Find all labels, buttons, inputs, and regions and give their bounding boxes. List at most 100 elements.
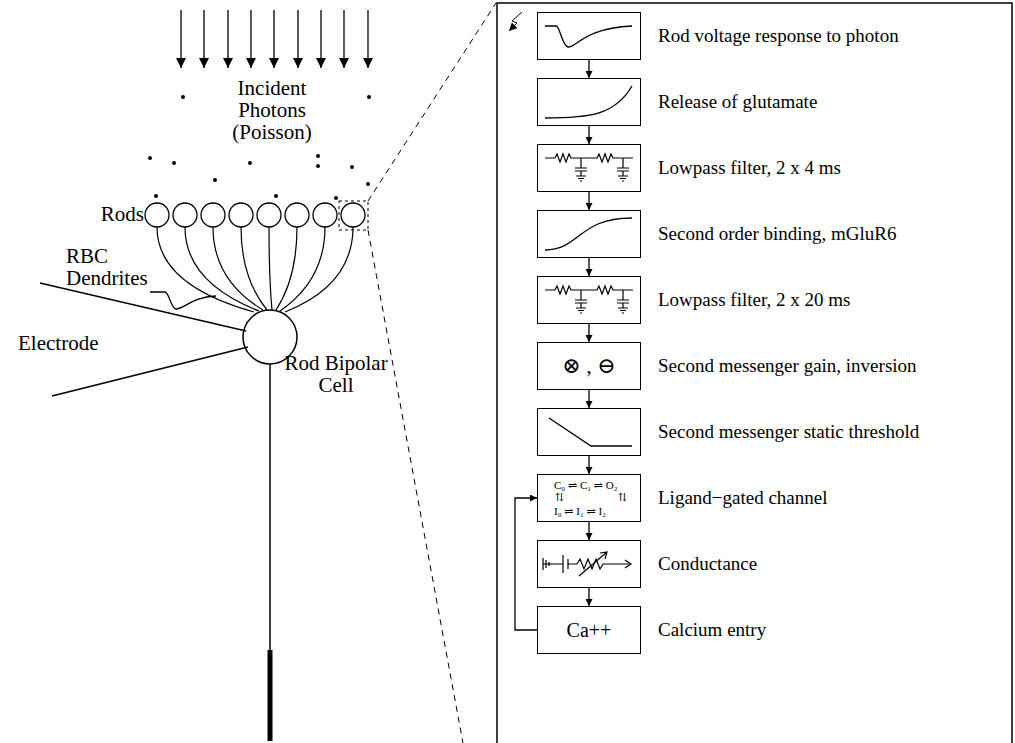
threshold-icon bbox=[549, 418, 632, 446]
dendrite bbox=[276, 227, 297, 310]
box-symbol-text: C₀ ⇌ C₁ ⇌ O₂ bbox=[554, 480, 618, 491]
photon-dot bbox=[316, 154, 320, 158]
flow-arrow bbox=[588, 456, 589, 474]
photon-dot bbox=[181, 95, 185, 99]
process-box: ⊗ , ⊖Second messenger gain, inversion bbox=[537, 342, 641, 390]
rod-cell bbox=[313, 203, 337, 227]
process-box: Conductance bbox=[537, 540, 641, 588]
box-symbol-text: ⇅ bbox=[618, 492, 627, 503]
step-label: Second messenger static threshold bbox=[658, 421, 919, 443]
lowpass-filter-icon bbox=[545, 154, 633, 181]
photon-dot bbox=[154, 194, 158, 198]
flow-arrow bbox=[588, 126, 589, 144]
zoom-line bbox=[368, 230, 463, 743]
photon-arrow bbox=[250, 10, 251, 68]
part-label: RBC Dendrites bbox=[66, 245, 152, 289]
process-box: Release of glutamate bbox=[537, 78, 641, 126]
dendrites bbox=[157, 227, 353, 312]
part-label: Rod Bipolar Cell bbox=[284, 352, 388, 396]
photon-arrow bbox=[343, 10, 344, 68]
rod-cell bbox=[145, 203, 169, 227]
photon-dot bbox=[367, 95, 371, 99]
variable-arrow bbox=[579, 552, 607, 576]
rod-response-icon bbox=[545, 26, 632, 47]
step-label: Second messenger gain, inversion bbox=[658, 355, 917, 377]
step-label: Calcium entry bbox=[658, 619, 766, 641]
photon-dot bbox=[172, 161, 176, 165]
photon-dot bbox=[248, 161, 252, 165]
process-box: Ca++Calcium entry bbox=[537, 606, 641, 654]
rods bbox=[145, 203, 365, 227]
part-label: Electrode bbox=[18, 332, 118, 354]
photon-dot bbox=[148, 156, 152, 160]
rod-cell bbox=[229, 203, 253, 227]
lowpass-filter-icon bbox=[545, 286, 633, 313]
photon-arrow bbox=[203, 10, 204, 68]
zoom-box bbox=[339, 201, 368, 230]
output-arrowhead bbox=[625, 560, 631, 568]
flow-arrow bbox=[588, 588, 589, 606]
battery-symbol bbox=[563, 555, 577, 573]
box-symbol-text: ⇅ bbox=[555, 492, 564, 503]
process-box: C₀ ⇌ C₁ ⇌ O₂⇅⇅I₀ ⇌ I₁ ⇌ I₂Ligand−gated c… bbox=[537, 474, 641, 522]
step-label: Lowpass filter, 2 x 4 ms bbox=[658, 157, 841, 179]
voltage-trace bbox=[150, 292, 216, 309]
box-symbol-text: I₀ ⇌ I₁ ⇌ I₂ bbox=[554, 506, 606, 517]
process-box: Lowpass filter, 2 x 4 ms bbox=[537, 144, 641, 192]
step-label: Conductance bbox=[658, 553, 757, 575]
process-box: Rod voltage response to photon bbox=[537, 12, 641, 60]
dendrite bbox=[157, 227, 254, 312]
resistor-symbol bbox=[577, 559, 629, 569]
rod-cell bbox=[173, 203, 197, 227]
ground-symbol bbox=[543, 558, 563, 570]
flow-arrow bbox=[588, 390, 589, 408]
rod-cell bbox=[201, 203, 225, 227]
electrode-wall bbox=[52, 347, 248, 396]
photon-arrow bbox=[273, 10, 274, 68]
box-symbol-text: Ca++ bbox=[567, 620, 612, 640]
step-label: Rod voltage response to photon bbox=[658, 25, 899, 47]
conductance-icon bbox=[543, 552, 631, 576]
photon-dot bbox=[350, 165, 354, 169]
process-box: Second order binding, mGluR6 bbox=[537, 210, 641, 258]
photon-dot bbox=[366, 182, 370, 186]
dendrite bbox=[285, 227, 353, 312]
glutamate-curve-icon bbox=[545, 86, 632, 118]
photon-arrow bbox=[367, 10, 368, 68]
flow-arrow bbox=[588, 522, 589, 540]
photon-arrow bbox=[227, 10, 228, 68]
step-label: Ligand−gated channel bbox=[658, 487, 828, 509]
electrode-wall bbox=[40, 283, 246, 331]
step-label: Lowpass filter, 2 x 20 ms bbox=[658, 289, 850, 311]
feedback-arrow bbox=[515, 498, 537, 630]
flow-arrow bbox=[588, 192, 589, 210]
flow-arrow bbox=[588, 258, 589, 276]
dendrite bbox=[241, 227, 267, 310]
axon bbox=[269, 364, 271, 652]
flow-arrow bbox=[588, 324, 589, 342]
process-box: Second messenger static threshold bbox=[537, 408, 641, 456]
axon-terminal bbox=[268, 650, 273, 741]
photon-arrow bbox=[297, 10, 298, 68]
dendrite bbox=[280, 227, 325, 311]
detail-panel bbox=[497, 3, 1012, 743]
photon-arrow bbox=[180, 10, 181, 68]
process-box: Lowpass filter, 2 x 20 ms bbox=[537, 276, 641, 324]
photon-dot bbox=[334, 196, 338, 200]
step-label: Second order binding, mGluR6 bbox=[658, 223, 897, 245]
photon-dot bbox=[316, 164, 320, 168]
rod-cell bbox=[257, 203, 281, 227]
photon-arrows bbox=[181, 10, 368, 68]
photon-dot bbox=[213, 178, 217, 182]
photon-bolt bbox=[509, 12, 522, 31]
part-label: Incident Photons (Poisson) bbox=[212, 77, 332, 143]
flow-arrow bbox=[588, 60, 589, 78]
dendrite bbox=[269, 227, 272, 310]
step-label: Release of glutamate bbox=[658, 91, 817, 113]
zoom-line bbox=[368, 3, 496, 201]
sigmoid-icon bbox=[545, 218, 632, 250]
box-symbol-text: ⊗ , ⊖ bbox=[562, 355, 615, 377]
rod-cell bbox=[285, 203, 309, 227]
rod-cell bbox=[341, 203, 365, 227]
